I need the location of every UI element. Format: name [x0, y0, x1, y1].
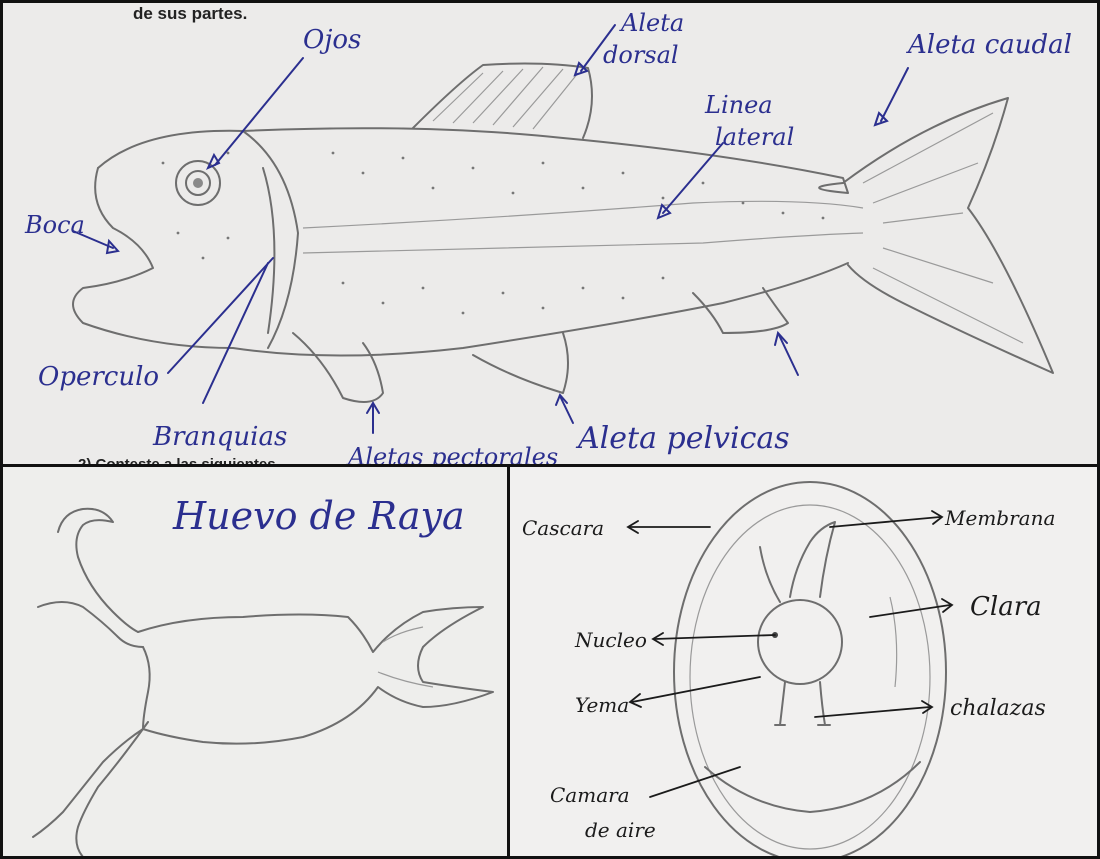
- label-clara: Clara: [970, 592, 1042, 622]
- label-aleta-pelvicas: Aleta pelvicas: [575, 421, 790, 456]
- label-operculo: Operculo: [38, 362, 159, 392]
- fish-drawing: de sus partes. 2) Conteste a las siguien…: [3, 3, 1100, 467]
- label-linea-1: Linea: [704, 91, 773, 119]
- fish-arrows: [73, 25, 908, 433]
- skate-egg-title: Huevo de Raya: [172, 494, 465, 538]
- label-nucleo: Nucleo: [574, 628, 647, 652]
- label-ojos: Ojos: [303, 25, 361, 55]
- skate-egg-sketch: [33, 509, 493, 857]
- label-aleta-dorsal-1: Aleta: [619, 9, 684, 37]
- fish-sketch: [73, 64, 1053, 402]
- label-linea-2: lateral: [715, 123, 794, 151]
- label-boca: Boca: [24, 211, 85, 239]
- label-camara-2: de aire: [585, 818, 656, 842]
- label-yema: Yema: [575, 693, 629, 717]
- label-cascara: Cascara: [522, 516, 604, 540]
- skate-egg-drawing: Huevo de Raya: [3, 467, 510, 859]
- label-branquias: Branquias: [152, 422, 287, 452]
- header-text: de sus partes.: [133, 4, 247, 23]
- label-chalazas: chalazas: [950, 696, 1046, 721]
- egg-arrows: [628, 511, 952, 797]
- chicken-egg-panel: Cascara Membrana Clara Nucleo Yema chala…: [507, 464, 1100, 859]
- skate-egg-panel: Huevo de Raya: [0, 464, 510, 859]
- fish-diagram-panel: de sus partes. 2) Conteste a las siguien…: [0, 0, 1100, 467]
- label-aleta-caudal: Aleta caudal: [906, 30, 1072, 60]
- label-aleta-dorsal-2: dorsal: [603, 41, 679, 69]
- chicken-egg-drawing: Cascara Membrana Clara Nucleo Yema chala…: [510, 467, 1100, 859]
- label-camara-1: Camara: [550, 783, 630, 807]
- egg-sketch: [674, 482, 946, 859]
- label-membrana: Membrana: [944, 506, 1055, 530]
